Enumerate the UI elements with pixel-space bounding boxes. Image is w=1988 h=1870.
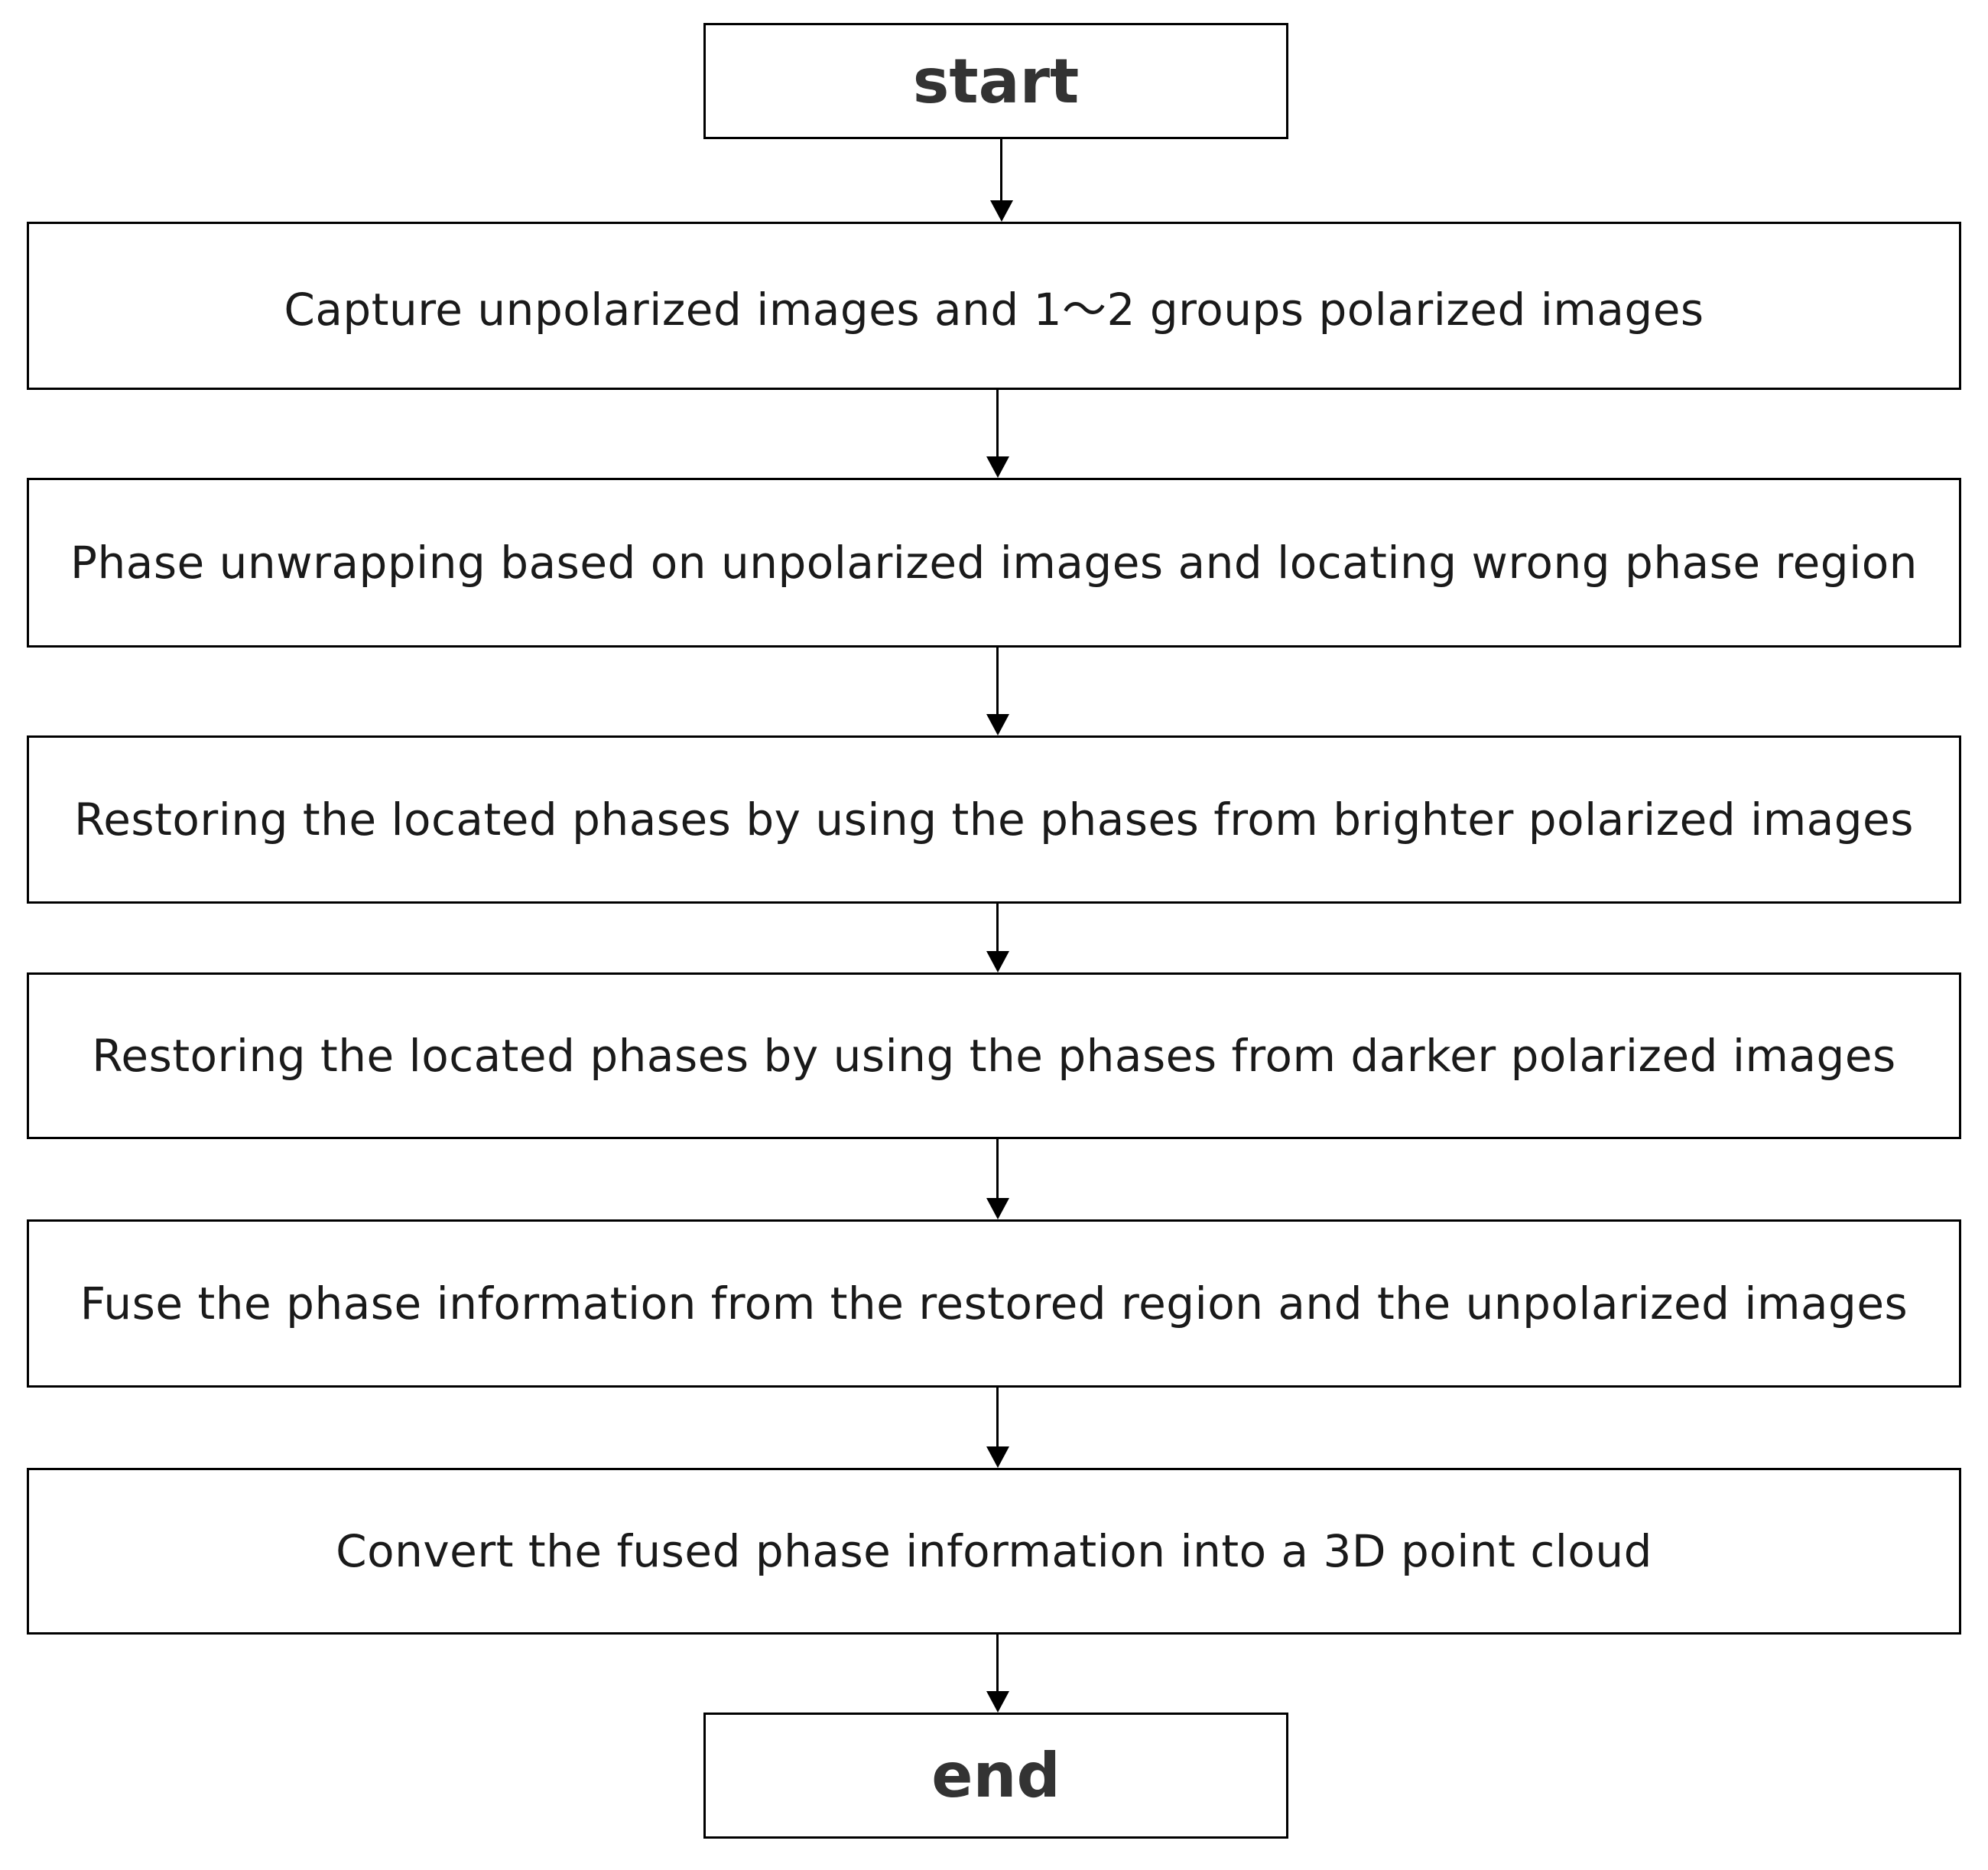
- end-terminal: end: [703, 1713, 1288, 1839]
- start-label: start: [912, 45, 1080, 117]
- flow-arrow-start-to-step-1: [986, 139, 1017, 222]
- flow-arrow-step-1-to-step-2: [983, 390, 1013, 478]
- process-step-3: Restoring the located phases by using th…: [27, 735, 1961, 904]
- flow-arrow-step-2-to-step-3: [983, 648, 1013, 735]
- process-step-1: Capture unpolarized images and 1～2 group…: [27, 222, 1961, 390]
- process-step-5: Fuse the phase information from the rest…: [27, 1219, 1961, 1388]
- flow-arrow-step-6-to-end: [983, 1635, 1013, 1713]
- start-terminal: start: [703, 23, 1288, 139]
- process-step-6-label: Convert the fused phase information into…: [336, 1525, 1652, 1577]
- process-step-5-label: Fuse the phase information from the rest…: [80, 1278, 1908, 1329]
- process-step-6: Convert the fused phase information into…: [27, 1468, 1961, 1635]
- process-step-2: Phase unwrapping based on unpolarized im…: [27, 478, 1961, 648]
- end-label: end: [931, 1740, 1061, 1811]
- process-step-2-label: Phase unwrapping based on unpolarized im…: [70, 537, 1918, 589]
- process-step-1-label: Capture unpolarized images and 1～2 group…: [284, 284, 1704, 336]
- process-step-3-label: Restoring the located phases by using th…: [74, 794, 1914, 846]
- flow-arrow-step-5-to-step-6: [983, 1388, 1013, 1468]
- flow-arrow-step-3-to-step-4: [983, 904, 1013, 972]
- process-step-4: Restoring the located phases by using th…: [27, 972, 1961, 1139]
- flow-arrow-step-4-to-step-5: [983, 1139, 1013, 1219]
- process-step-4-label: Restoring the located phases by using th…: [92, 1030, 1896, 1082]
